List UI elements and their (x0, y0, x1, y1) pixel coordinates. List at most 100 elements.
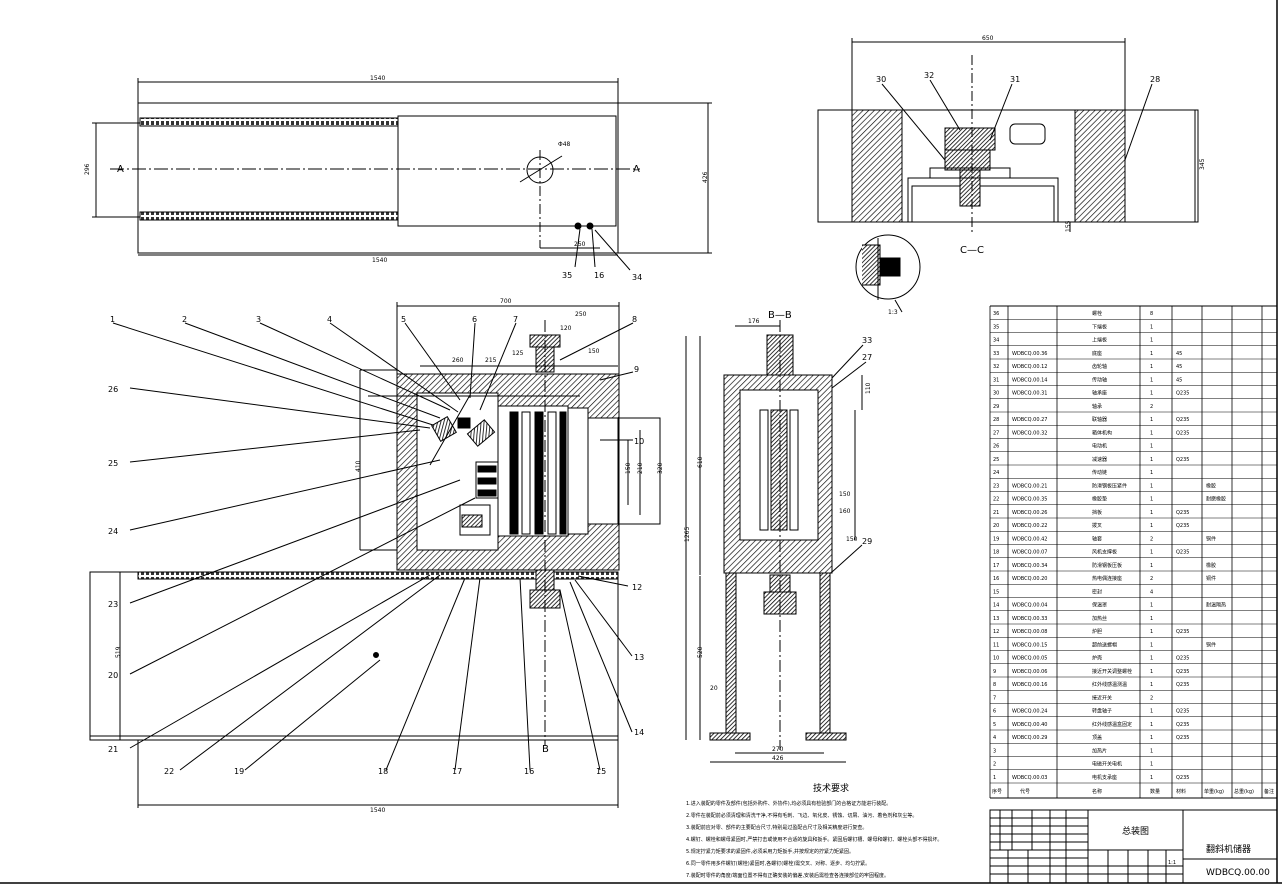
table-cell: 顶盖 (1092, 734, 1102, 741)
table-cell: 16 (993, 576, 999, 582)
balloon-label: 30 (876, 75, 886, 84)
table-cell: 1 (1150, 603, 1153, 609)
dim-top-a: 260 (452, 357, 464, 364)
table-cell: 1 (1150, 351, 1153, 357)
table-cell: Q235 (1176, 391, 1189, 397)
table-cell: WDBCQ.00.26 (1012, 510, 1047, 516)
dim-side-right-c: 150 (846, 536, 858, 543)
table-cell: 联轴器 (1092, 416, 1107, 423)
balloon-label: 16 (524, 767, 534, 776)
table-cell: 密封 (1092, 588, 1102, 595)
section-cc: C—C (960, 245, 984, 256)
table-cell: 19 (993, 536, 999, 542)
table-cell: 11 (993, 642, 999, 648)
tech-line: 4.螺钉、螺栓和螺母紧固时,严禁打击或使用不合适的旋具和扳手。紧固后螺钉槽、螺母… (686, 836, 942, 843)
table-cell: 6 (993, 709, 996, 715)
table-cell: 拨叉 (1092, 522, 1102, 529)
table-cell: 36 (993, 311, 999, 317)
table-cell: WDBCQ.00.06 (1012, 669, 1047, 675)
title-block (989, 809, 1278, 884)
balloon-label: 5 (401, 315, 406, 324)
table-cell: 1 (1150, 563, 1153, 569)
table-cell: WDBCQ.00.15 (1012, 642, 1047, 648)
tech-line: 1.进入装配的零件及部件(包括外购件、外协件),均必须具有检验部门的合格证方能进… (686, 800, 891, 807)
table-header-cell: 总重(kg) (1234, 788, 1254, 795)
dim-bottom: 1540 (370, 807, 385, 814)
table-cell: WDBCQ.00.07 (1012, 550, 1047, 556)
table-cell: Q235 (1176, 417, 1189, 423)
balloon-label: 33 (862, 336, 872, 345)
top-view-labels: 1540 1540 296 426 Φ48 250 A A 35 16 34 (84, 75, 709, 282)
dim-right: 426 (702, 171, 709, 183)
balloon-label: 20 (108, 671, 118, 680)
tech-line: 7.装配时零件的角度/端面位置不得有正确安装的偏差,安装后需检查各连接部位的牢固… (686, 872, 889, 879)
table-cell: 减速器 (1092, 456, 1107, 463)
table-cell: 14 (993, 603, 999, 609)
balloon-label: 12 (632, 583, 642, 592)
balloon-label: 23 (108, 600, 118, 609)
table-cell: 17 (993, 563, 999, 569)
table-cell: 转盘轴子 (1092, 708, 1112, 715)
table-cell: 炉壳 (1092, 655, 1102, 662)
table-cell: 1 (1150, 709, 1153, 715)
table-cell: 26 (993, 444, 999, 450)
table-cell: 9 (993, 669, 996, 675)
table-cell: WDBCQ.00.20 (1012, 576, 1047, 582)
table-cell: WDBCQ.00.16 (1012, 682, 1047, 688)
table-cell: 传动轴 (1092, 376, 1107, 383)
tech-line: 3.装配前应对零、部件的主要配合尺寸,特别是过盈配合尺寸及相关精度进行复查。 (686, 824, 867, 831)
section-bb: B—B (768, 310, 792, 321)
table-cell: 25 (993, 457, 999, 463)
table-cell: 加热片 (1092, 747, 1107, 754)
dim-side-left-a: 610 (697, 456, 704, 468)
table-cell: 1 (1150, 748, 1153, 754)
table-cell: WDBCQ.00.35 (1012, 497, 1047, 503)
table-cell: WDBCQ.00.32 (1012, 430, 1047, 436)
balloon-label: 19 (234, 767, 244, 776)
table-cell: WDBCQ.00.36 (1012, 351, 1047, 357)
table-cell: 1 (1150, 470, 1153, 476)
table-cell: WDBCQ.00.21 (1012, 483, 1047, 489)
dim-top-e: 150 (588, 348, 600, 355)
table-cell: 23 (993, 483, 999, 489)
balloon-label: 21 (108, 745, 118, 754)
table-cell: 1 (1150, 391, 1153, 397)
table-cell: WDBCQ.00.12 (1012, 364, 1047, 370)
table-cell: WDBCQ.00.29 (1012, 735, 1047, 741)
table-cell: 4 (993, 735, 996, 741)
table-cell: WDBCQ.00.34 (1012, 563, 1047, 569)
table-cell: 4 (1150, 589, 1153, 595)
table-cell: WDBCQ.00.14 (1012, 377, 1047, 383)
table-cell: 1 (1150, 775, 1153, 781)
table-cell: WDBCQ.00.27 (1012, 417, 1047, 423)
table-cell: Q235 (1176, 629, 1189, 635)
table-cell: 12 (993, 629, 999, 635)
table-cell: Q235 (1176, 682, 1189, 688)
table-cell: 1 (1150, 510, 1153, 516)
table-cell: 45 (1176, 377, 1182, 383)
table-cell: Q235 (1176, 722, 1189, 728)
table-cell: 1 (1150, 338, 1153, 344)
table-cell: 1 (1150, 682, 1153, 688)
table-cell: 超前送螺帽 (1092, 641, 1117, 648)
section-a-right: A (633, 164, 640, 175)
table-cell: 齿轮轴 (1092, 363, 1107, 370)
table-cell: 电磁开关电机 (1092, 761, 1122, 768)
table-cell: 2 (1150, 576, 1153, 582)
balloon-label: 3 (256, 315, 261, 324)
tech-line: 5.规定拧紧力矩要求的紧固件,必须采用力矩扳手,并按规定的拧紧力矩紧固。 (686, 848, 854, 855)
table-cell: 22 (993, 497, 999, 503)
table-cell: Q235 (1176, 656, 1189, 662)
dim-side-left-b: 520 (697, 646, 704, 658)
table-cell: 1 (1150, 629, 1153, 635)
table-cell: WDBCQ.00.33 (1012, 616, 1047, 622)
table-cell: 20 (993, 523, 999, 529)
dim-right-a: 150 (625, 462, 632, 474)
table-cell: 轴承 (1092, 403, 1102, 410)
table-cell: 1 (1150, 444, 1153, 450)
table-cell: 挡板 (1092, 509, 1102, 516)
balloon-label: 1 (110, 315, 115, 324)
section-a-left: A (117, 164, 124, 175)
table-cell: 轴承座 (1092, 390, 1107, 397)
